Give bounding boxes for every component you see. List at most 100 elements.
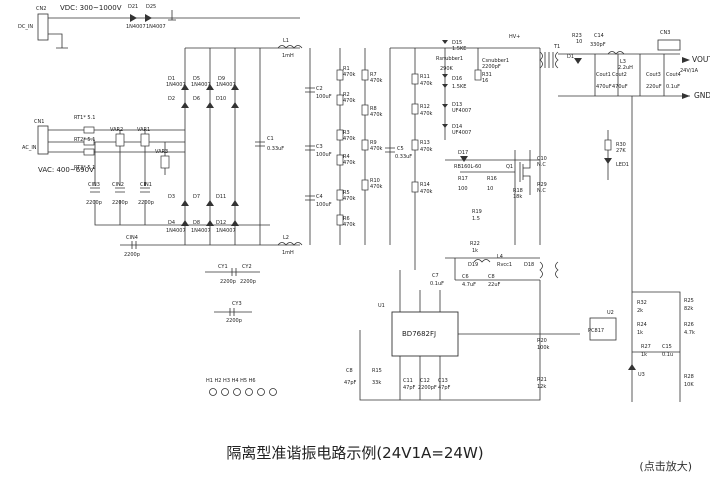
svg-text:470uF: 470uF [596,84,612,90]
svg-text:C7: C7 [432,273,439,279]
svg-text:R9: R9 [370,140,377,146]
svg-text:10: 10 [487,186,493,192]
svg-text:27K: 27K [616,148,626,154]
svg-text:Rsnubber1: Rsnubber1 [436,56,463,62]
svg-text:470k: 470k [343,196,356,202]
var2-label: VAR2 [110,127,123,133]
svg-text:R28: R28 [684,374,694,380]
svg-text:RT1* 5.1: RT1* 5.1 [74,115,95,121]
svg-text:R32: R32 [637,300,647,306]
svg-text:D21: D21 [128,4,138,10]
svg-text:HV+: HV+ [509,34,520,40]
svg-text:1.5KE: 1.5KE [452,46,466,52]
svg-text:470k: 470k [343,222,356,228]
svg-text:D10: D10 [216,96,226,102]
svg-text:2200p: 2200p [86,200,102,206]
svg-text:R20: R20 [537,338,547,344]
svg-text:2200p: 2200p [220,279,236,285]
led1-label: LED1 [616,162,629,168]
vout-rating: 24V/1A [680,68,699,74]
bleeder-resistors [336,69,369,226]
svg-text:C15: C15 [662,344,672,350]
svg-text:C2: C2 [316,86,323,92]
svg-text:R11: R11 [420,74,430,80]
svg-text:1k: 1k [472,248,478,254]
svg-text:2200p: 2200p [112,200,128,206]
svg-text:N.C: N.C [537,188,546,194]
dc-in-label: DC_IN [18,24,33,30]
l4-label: L4 [497,254,503,260]
svg-text:16: 16 [482,78,488,84]
svg-text:Cout2: Cout2 [612,72,627,78]
svg-text:0.33uF: 0.33uF [267,146,284,152]
svg-text:D25: D25 [146,4,156,10]
svg-text:D13: D13 [452,102,462,108]
svg-text:22uF: 22uF [488,282,501,288]
svg-text:0.1uF: 0.1uF [666,84,680,90]
cin3-label: CIN3 [88,182,100,188]
cin1-label: CIN1 [140,182,152,188]
u2-optocoupler [589,317,617,341]
l3-label: L3 [620,59,626,65]
cy1-label: CY1 [218,264,228,270]
svg-text:RT3* 5.1: RT3* 5.1 [74,165,95,171]
svg-text:100k: 100k [537,345,550,351]
svg-text:1N4007: 1N4007 [216,82,236,88]
svg-text:C14: C14 [594,33,604,39]
svg-text:D2: D2 [168,96,175,102]
svg-text:47pF: 47pF [438,385,451,391]
svg-text:10: 10 [576,39,582,45]
click-to-enlarge[interactable]: (点击放大) [639,460,692,473]
svg-text:R6: R6 [343,216,350,222]
svg-text:R24: R24 [637,322,647,328]
svg-text:R3: R3 [343,130,350,136]
svg-text:RT2* 5.1: RT2* 5.1 [74,137,95,143]
svg-text:Cout3: Cout3 [646,72,661,78]
svg-text:470uF: 470uF [612,84,628,90]
svg-text:18k: 18k [513,194,522,200]
l1-label: L1 [283,38,289,44]
svg-text:1N4007: 1N4007 [166,228,186,234]
svg-text:47pF: 47pF [344,380,357,386]
svg-text:D3: D3 [168,194,175,200]
svg-text:2200p: 2200p [226,318,242,324]
svg-text:C11: C11 [403,378,413,384]
svg-text:1.5KE: 1.5KE [452,84,466,90]
svg-text:33k: 33k [372,380,381,386]
svg-text:4.7k: 4.7k [684,330,695,336]
u3-label: U3 [638,372,645,378]
svg-text:D18: D18 [524,262,534,268]
svg-text:330pF: 330pF [590,42,606,48]
svg-text:R16: R16 [487,176,497,182]
svg-text:D1: D1 [567,54,574,60]
cn1-connector [37,125,49,155]
svg-text:R1: R1 [343,66,350,72]
cy3-label: CY3 [232,301,242,307]
svg-text:100: 100 [458,186,468,192]
svg-text:Cout4: Cout4 [666,72,681,78]
svg-text:470k: 470k [343,160,356,166]
svg-text:D7: D7 [193,194,200,200]
input-diodes-dc [130,14,152,22]
svg-text:C4: C4 [316,194,323,200]
vout-label: VOUT [692,55,710,64]
svg-text:0.1u: 0.1u [662,352,673,358]
svg-text:R29: R29 [537,182,547,188]
svg-text:C5: C5 [397,146,404,152]
led1-diode [604,158,612,164]
l2-label: L2 [283,235,289,241]
svg-text:2k: 2k [637,308,643,314]
svg-text:R12: R12 [420,104,430,110]
svg-text:R2: R2 [343,92,350,98]
svg-text:100uF: 100uF [316,152,332,158]
svg-text:D19: D19 [468,262,478,268]
cn3-label: CN3 [660,30,670,36]
ac-in-label: AC_IN [22,145,37,151]
svg-text:R8: R8 [370,106,377,112]
svg-text:470k: 470k [370,78,383,84]
svg-text:R19: R19 [472,209,482,215]
svg-text:1mH: 1mH [282,250,294,256]
svg-text:2.2uH: 2.2uH [618,65,633,71]
cin2-label: CIN2 [112,182,124,188]
cn1-label: CN1 [34,119,44,125]
